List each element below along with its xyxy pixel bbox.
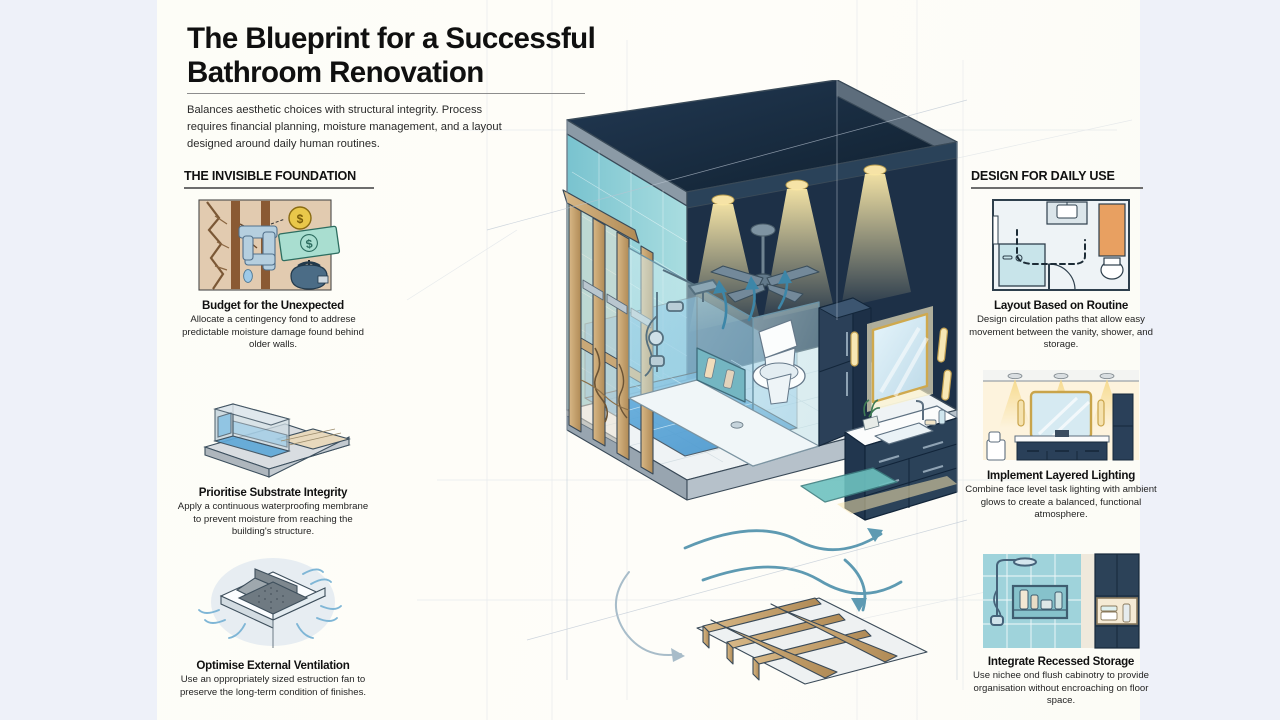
- svg-text:$: $: [305, 237, 314, 252]
- card-integrate-recessed-storage: Integrate Recessed Storage Use nichee on…: [963, 552, 1159, 707]
- card-body: Use nichee ond flush cabinotry to provid…: [973, 670, 1149, 706]
- card-title: Optimise External Ventilation: [196, 659, 350, 672]
- waterproofing-membrane-tray-icon: [185, 383, 361, 481]
- glass-shower-enclosure: [628, 247, 820, 467]
- ceiling-extraction-fan-icon: [185, 556, 361, 654]
- vanity-layered-lighting-elevation-icon: [973, 366, 1149, 464]
- leaking-pipe-behind-cracked-wall-with-money-icon: $ $: [185, 196, 361, 294]
- recessed-shower-niche-storage-icon: [973, 552, 1149, 650]
- card-title: Implement Layered Lighting: [986, 469, 1136, 482]
- circulation-arrows: [614, 528, 903, 662]
- left-column-divider: [184, 187, 374, 189]
- left-gutter: [0, 0, 157, 720]
- counter-accessories: [862, 399, 946, 431]
- right-gutter: [1140, 0, 1280, 720]
- isometric-bathroom-renovation-cutaway: [367, 80, 967, 700]
- card-title: Prioritise Substrate Integrity: [198, 486, 348, 499]
- title-divider: [187, 93, 585, 95]
- card-implement-layered-lighting: Implement Layered Lighting Combine face …: [963, 366, 1159, 521]
- right-column-divider: [971, 187, 1143, 189]
- tall-storage-cabinet: [818, 297, 872, 447]
- toilet: [752, 319, 806, 405]
- card-title: Integrate Recessed Storage: [987, 655, 1135, 668]
- wall-sconces: [850, 327, 952, 401]
- card-title: Budget for the Unexpected: [202, 299, 344, 312]
- card-body: Use an oppropriately sized estruction fa…: [179, 674, 367, 698]
- page-title: The Blueprint for a Successful Bathroom …: [187, 22, 596, 90]
- card-layout-based-on-routine: Layout Based on Routine Design circulati…: [963, 196, 1159, 351]
- airflow-arrows: [713, 270, 792, 330]
- card-body: Combine face level task lighting with am…: [965, 484, 1157, 520]
- card-budget-for-the-unexpected: $ $ Budget for the Unexpected: [175, 196, 371, 351]
- left-column-heading: THE INVISIBLE FOUNDATION: [184, 169, 356, 183]
- backlit-mirror: [867, 306, 933, 412]
- right-column-heading: DESIGN FOR DAILY USE: [971, 169, 1115, 183]
- teal-bath-mat: [800, 467, 898, 503]
- card-body: Allocate a centingency fond to addrese p…: [182, 314, 364, 350]
- card-body: Design circulation paths that allow easy…: [969, 314, 1153, 350]
- card-body: Apply a continuous waterproofing membran…: [177, 501, 369, 537]
- card-optimise-external-ventilation: Optimise External Ventilation Use an opp…: [175, 556, 371, 699]
- page-subtitle: Balances aesthetic choices with structur…: [187, 104, 502, 151]
- bathroom-floor-plan-circulation-icon: [973, 196, 1149, 294]
- exposed-floor-joists: [696, 597, 928, 685]
- svg-text:$: $: [297, 212, 304, 226]
- scene-guide-lines: [486, 80, 967, 680]
- content-panel: The Blueprint for a Successful Bathroom …: [157, 0, 1157, 720]
- recessed-shower-niche: [696, 347, 746, 403]
- card-title: Layout Based on Routine: [993, 299, 1129, 312]
- card-prioritise-substrate-integrity: Prioritise Substrate Integrity Apply a c…: [175, 383, 371, 538]
